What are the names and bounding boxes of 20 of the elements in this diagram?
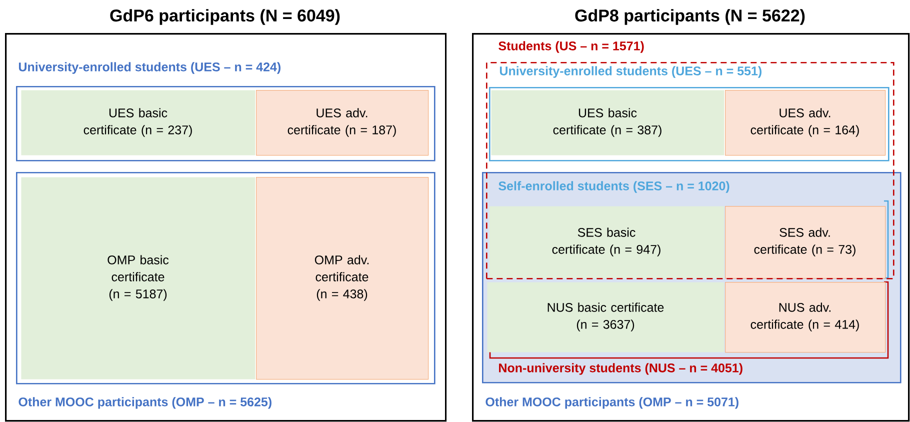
certificate-cell: UES basic certificate (n = 237) bbox=[21, 90, 256, 156]
certificate-cell: NUS basic certificate (n = 3637) bbox=[487, 282, 724, 352]
certificate-cell: UES adv. certificate (n = 164) bbox=[725, 90, 886, 156]
group-label: Students (US – n = 1571) bbox=[498, 41, 644, 53]
group-label: University-enrolled students (UES – n = 424) bbox=[18, 62, 280, 74]
group-frame bbox=[16, 172, 436, 384]
panel-title: GdP8 participants (N = 5622) bbox=[575, 9, 805, 25]
group-label: Other MOOC participants (OMP – n = 5625) bbox=[18, 397, 272, 409]
group-label: Non-university students (NUS – n = 4051) bbox=[499, 363, 742, 375]
group-label: Self-enrolled students (SES – n = 1020) bbox=[498, 181, 730, 193]
group-label: University-enrolled students (UES – n = 551) bbox=[500, 66, 762, 78]
certificate-cell: UES basic certificate (n = 387) bbox=[491, 90, 724, 156]
certificate-cell: SES adv. certificate (n = 73) bbox=[725, 206, 886, 279]
certificate-cell: OMP adv. certificate (n = 438) bbox=[256, 177, 429, 380]
panel-title: GdP6 participants (N = 6049) bbox=[110, 9, 340, 25]
certificate-cell: NUS adv. certificate (n = 414) bbox=[725, 282, 886, 353]
certificate-cell: UES adv. certificate (n = 187) bbox=[256, 90, 429, 156]
certificate-cell: SES basic certificate (n = 947) bbox=[489, 206, 724, 278]
certificate-cell: OMP basic certificate (n = 5187) bbox=[21, 177, 256, 380]
group-label: Other MOOC participants (OMP – n = 5071) bbox=[486, 397, 738, 409]
